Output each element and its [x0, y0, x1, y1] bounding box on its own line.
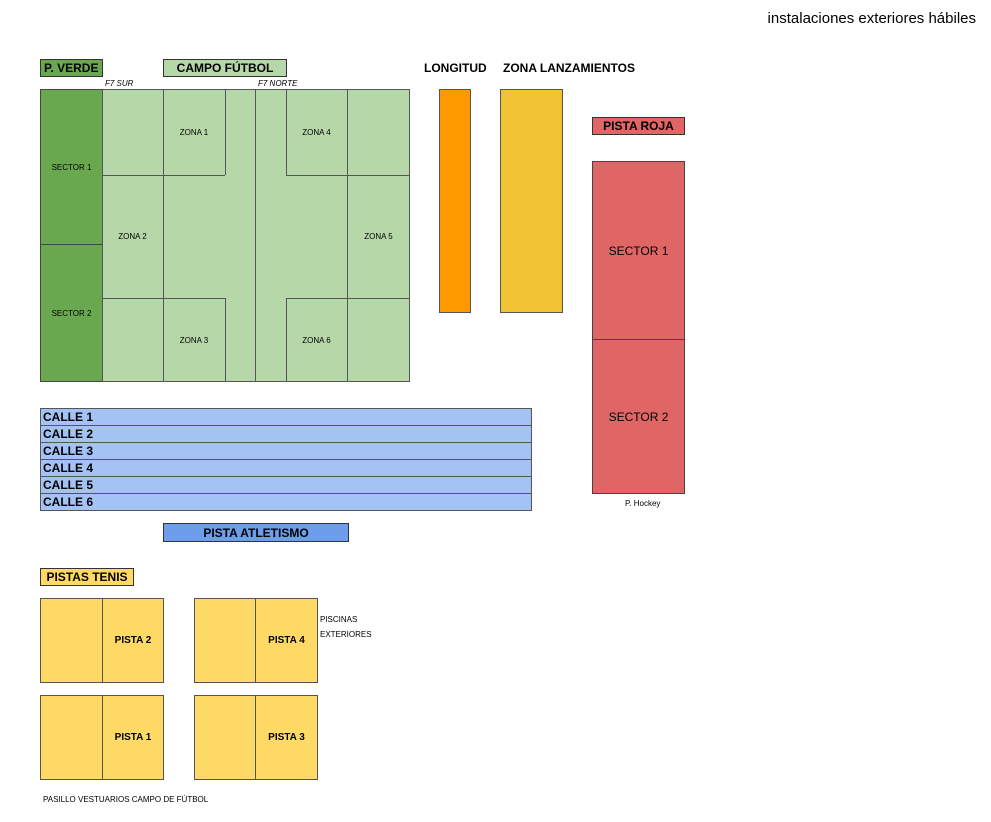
pista-roja-label: PISTA ROJA [592, 117, 685, 135]
field-line [286, 175, 410, 176]
tenis-court-half [194, 695, 256, 780]
p-verde-sector-2: SECTOR 2 [40, 244, 103, 382]
campo-futbol-label: CAMPO FÚTBOL [163, 59, 287, 77]
f7-norte-label: F7 NORTE [258, 79, 298, 88]
pasillo-label: PASILLO VESTUARIOS CAMPO DE FÚTBOL [43, 795, 209, 804]
field-line [286, 298, 410, 299]
pista-4: PISTA 4 [255, 598, 318, 683]
calle-1: CALLE 1 [40, 408, 532, 426]
campo-futbol-field [102, 89, 410, 382]
zona-1-label: ZONA 1 [179, 127, 209, 137]
field-line [286, 89, 287, 175]
p-verde-sector-1: SECTOR 1 [40, 89, 103, 245]
exteriores-label: EXTERIORES [320, 630, 372, 639]
pistas-tenis-label: PISTAS TENIS [40, 568, 134, 586]
longitud-label: LONGITUD [424, 61, 487, 75]
f7-sur-label: F7 SUR [105, 79, 134, 88]
zona-lanzamientos-label: ZONA LANZAMIENTOS [503, 61, 635, 75]
field-line [225, 89, 226, 175]
field-line [255, 89, 256, 382]
calle-4: CALLE 4 [40, 459, 532, 477]
field-line [102, 175, 225, 176]
pista-roja-sector-2: SECTOR 2 [592, 339, 685, 494]
longitud-area [439, 89, 471, 313]
tenis-court-half [40, 598, 103, 683]
zona-lanzamientos-area [500, 89, 563, 313]
zona-2-label: ZONA 2 [118, 232, 147, 241]
pista-atletismo-label: PISTA ATLETISMO [163, 523, 349, 542]
zona-4-label: ZONA 4 [302, 127, 331, 137]
calle-2: CALLE 2 [40, 425, 532, 443]
pista-3: PISTA 3 [255, 695, 318, 780]
tenis-court-half [194, 598, 256, 683]
field-line [163, 89, 164, 382]
pista-2: PISTA 2 [102, 598, 164, 683]
field-line [347, 89, 348, 382]
field-line [102, 298, 225, 299]
p-hockey-label: P. Hockey [625, 499, 661, 508]
zona-3-label: ZONA 3 [179, 335, 209, 345]
field-line [286, 298, 287, 382]
piscinas-label: PISCINAS [320, 615, 358, 624]
zona-5-label: ZONA 5 [364, 232, 393, 241]
pista-roja-sector-1: SECTOR 1 [592, 161, 685, 340]
page-title: instalaciones exteriores hábiles [767, 10, 976, 27]
calle-6: CALLE 6 [40, 493, 532, 511]
tenis-court-half [40, 695, 103, 780]
pista-1: PISTA 1 [102, 695, 164, 780]
calle-5: CALLE 5 [40, 476, 532, 494]
field-line [225, 298, 226, 382]
zona-6-label: ZONA 6 [302, 335, 331, 345]
p-verde-label: P. VERDE [40, 59, 103, 77]
calle-3: CALLE 3 [40, 442, 532, 460]
